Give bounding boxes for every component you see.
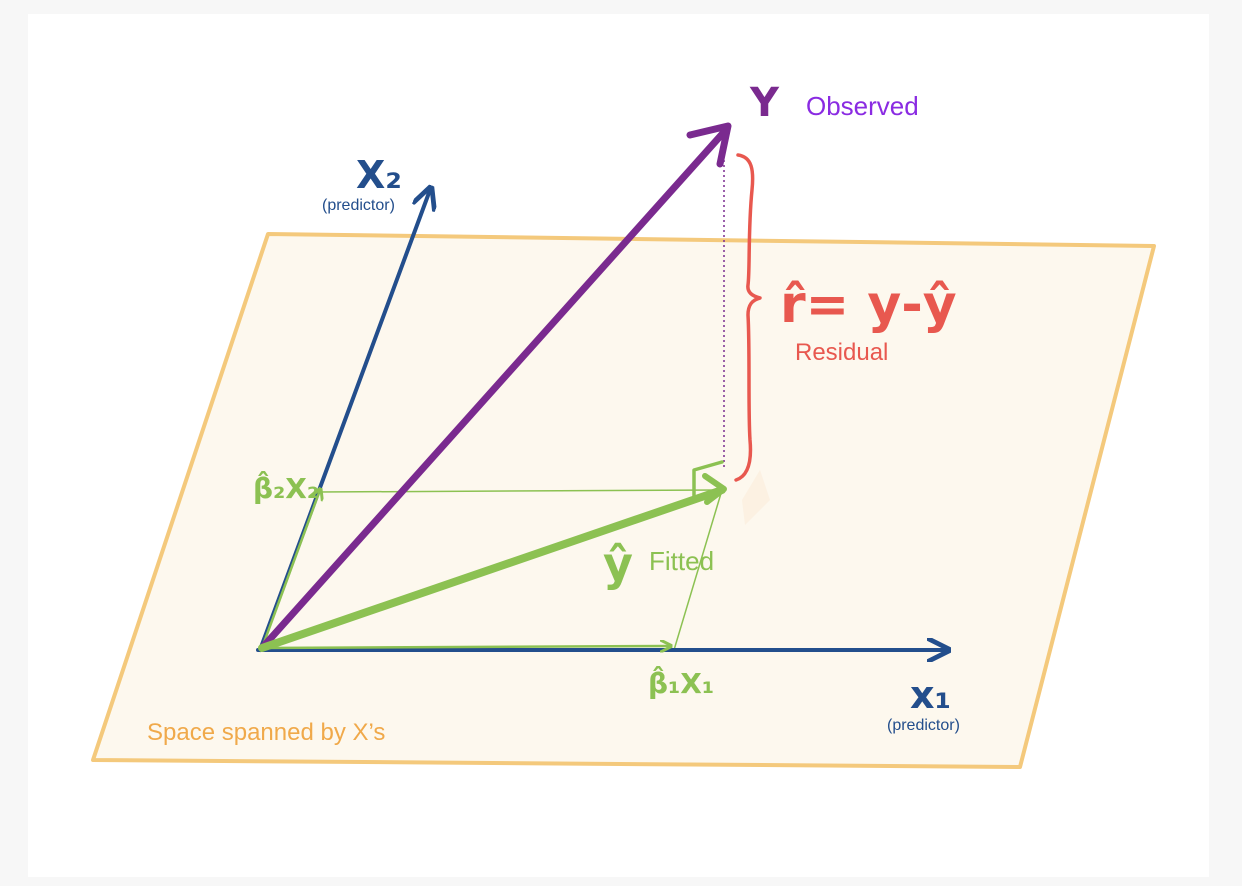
fitted-yhat-vector — [258, 486, 726, 652]
x1-symbol: x₁ — [910, 673, 951, 717]
fitted-yhat-symbol: ŷ — [603, 537, 633, 591]
plane-label: Space spanned by X’s — [147, 719, 385, 746]
beta2x2-vector — [260, 490, 320, 649]
residual-brace — [734, 153, 762, 482]
beta1x1-vector — [261, 646, 670, 648]
y-symbol: Y — [749, 80, 780, 126]
observed-y-arrowhead — [686, 122, 732, 168]
x2-predictor-caption: (predictor) — [322, 197, 395, 214]
beta2x2-guide-line — [317, 489, 723, 493]
residual-formula: r̂= y-ŷ — [780, 275, 957, 335]
right-angle-marker — [692, 460, 724, 499]
observed-y-vector — [258, 128, 728, 652]
plane-smudge — [742, 470, 770, 525]
beta2x2-label: β̂₂X₂ — [253, 469, 319, 505]
beta1x1-label: β̂₁X₁ — [648, 664, 714, 700]
predictor-plane — [91, 232, 1156, 769]
beta1x1-guide-line — [673, 489, 723, 651]
fitted-yhat-arrowhead — [702, 473, 727, 505]
fitted-label: Fitted — [649, 546, 714, 576]
x1-predictor-caption: (predictor) — [887, 717, 960, 734]
residual-label: Residual — [795, 339, 888, 366]
observed-label: Observed — [806, 91, 919, 121]
x2-symbol: X₂ — [356, 153, 402, 197]
